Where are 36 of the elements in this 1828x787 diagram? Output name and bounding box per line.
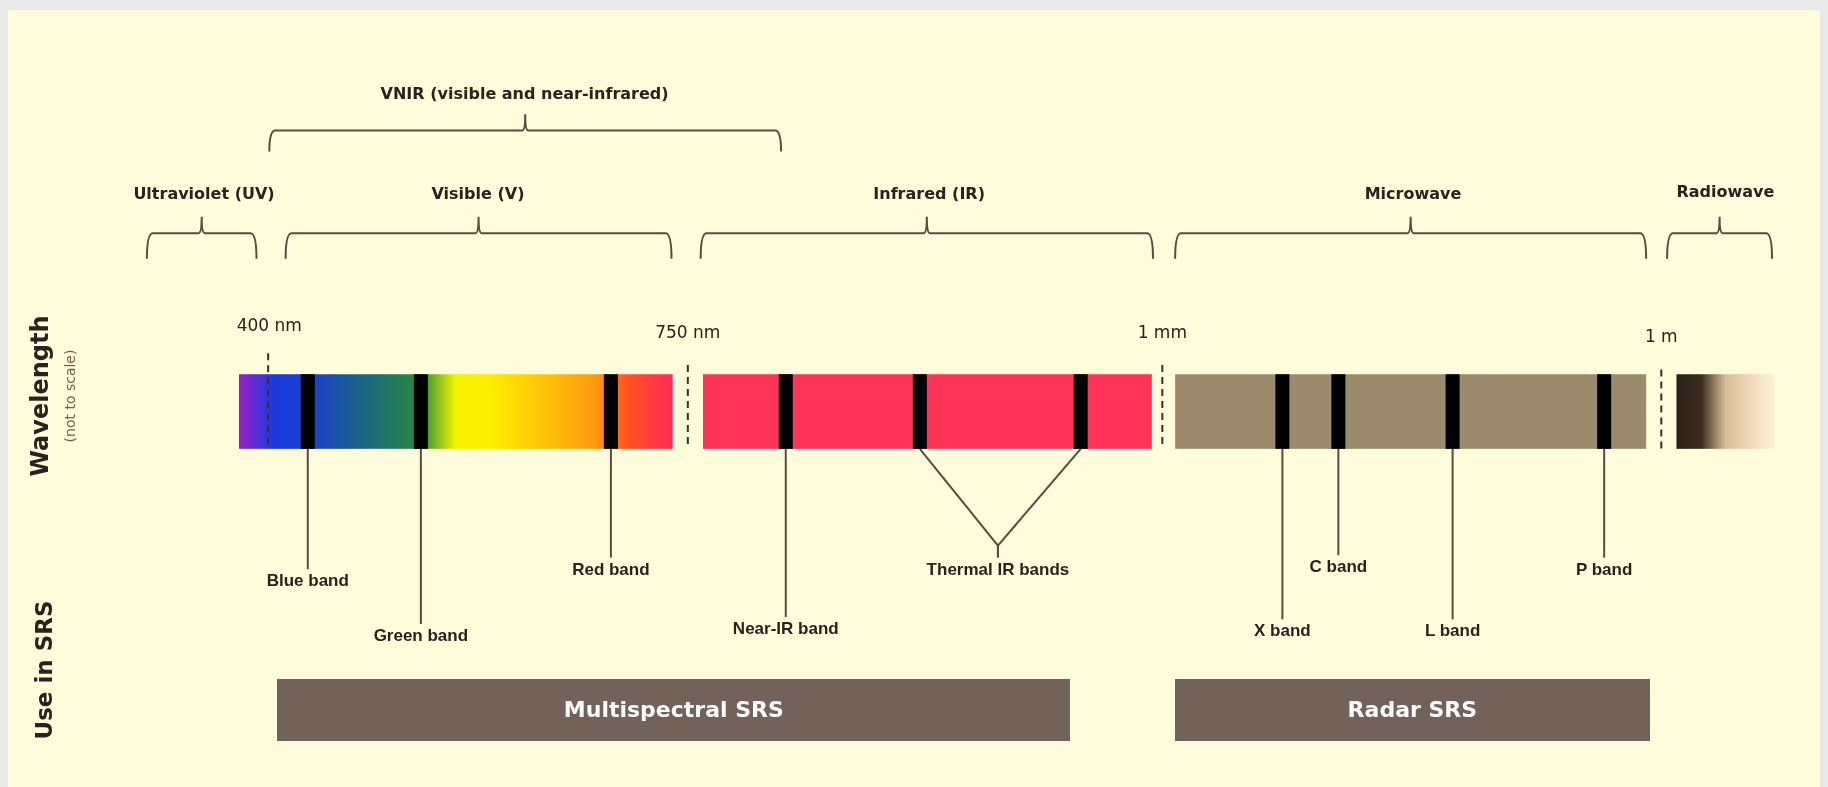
band-label: P band	[1575, 559, 1633, 580]
band-label: C band	[1309, 557, 1368, 578]
leader-line	[1603, 447, 1606, 559]
range-label: Visible (V)	[431, 184, 525, 204]
leader-line	[996, 447, 1082, 559]
leader-line	[609, 447, 612, 559]
category-bar: Radar SRS	[1175, 678, 1650, 742]
category-bar: Multispectral SRS	[277, 678, 1071, 742]
axis-title: Wavelength	[25, 315, 54, 477]
leader-line	[1281, 447, 1284, 621]
leader-line	[1451, 447, 1454, 621]
leader-line	[419, 447, 422, 626]
axis-title: Use in SRS	[31, 600, 58, 740]
leader-line	[306, 447, 309, 571]
leader-line	[784, 447, 787, 619]
band-marker	[1331, 374, 1346, 449]
range-label: Microwave	[1364, 184, 1462, 204]
band-label: Thermal IR bands	[926, 559, 1070, 580]
band-marker	[1597, 374, 1612, 449]
wavelength-label: 400 nm	[236, 314, 302, 335]
band-label: X band	[1254, 621, 1311, 642]
leader-line	[1337, 447, 1340, 557]
band-label: L band	[1424, 621, 1481, 642]
range-label: VNIR (visible and near-infrared)	[380, 83, 669, 103]
band-label: Near-IR band	[732, 619, 839, 640]
band-label: Red band	[572, 559, 650, 580]
wavelength-label: 750 nm	[655, 321, 721, 342]
wavelength-label: 1 mm	[1137, 321, 1187, 342]
wavelength-label: 1 m	[1644, 326, 1678, 347]
band-label: Blue band	[266, 571, 349, 592]
band-marker	[1275, 374, 1290, 449]
range-label: Radiowave	[1676, 181, 1775, 201]
axis-subtitle: (not to scale)	[61, 349, 78, 443]
range-label: Ultraviolet (UV)	[133, 184, 275, 204]
band-label: Green band	[373, 626, 469, 647]
range-label: Infrared (IR)	[873, 184, 985, 204]
